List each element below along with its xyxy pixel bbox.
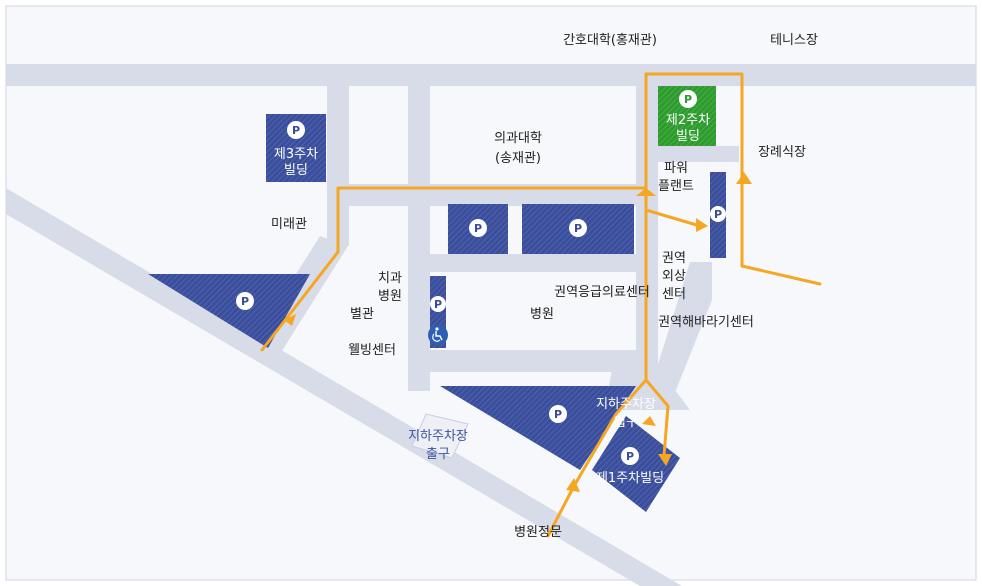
label-underground-exit: 지하주차장 (408, 429, 468, 444)
svg-text:P: P (474, 222, 482, 235)
arrow-icon (566, 478, 580, 492)
parking-p-icon: P (287, 121, 305, 139)
label-funeral-hall: 장례식장 (758, 145, 806, 160)
parking-p-icon: P (679, 90, 697, 108)
label-trauma-center-3: 센터 (662, 287, 686, 302)
svg-text:P: P (292, 124, 300, 137)
route-trauma-spur (644, 208, 702, 228)
route-lines (260, 72, 822, 538)
route-main (546, 72, 822, 538)
label-parking-1st-building: 제1주차빌딩 (596, 471, 664, 486)
arrow-icon (658, 454, 672, 466)
label-parking-2nd-building: 제2주차 (666, 113, 710, 128)
road-center-vertical (408, 86, 430, 391)
parking-p-icon: P (469, 219, 487, 237)
label-trauma-center-1: 권역 (662, 251, 686, 266)
label-dental: 치과 (378, 271, 402, 286)
label-hospital: 병원 (530, 307, 554, 322)
label-medical-college-sub: (송재관) (495, 151, 541, 166)
label-main-gate: 병원정문 (514, 525, 562, 540)
label-dental-sub: 병원 (378, 289, 402, 304)
parking-p-icon: P (549, 405, 567, 423)
road-hospital-top (430, 254, 636, 272)
wheelchair-icon (428, 325, 448, 345)
arrow-icon (284, 314, 296, 326)
label-parking-2nd-building-sub: 빌딩 (676, 129, 700, 144)
label-underground-entrance: 지하주차장 (596, 397, 656, 412)
parking-1st-building[interactable] (592, 416, 680, 512)
label-parking-3rd-building: 제3주차 (274, 147, 318, 162)
parking-lot-underground[interactable] (440, 386, 636, 470)
label-medical-college: 의과대학 (494, 131, 542, 146)
svg-text:P: P (434, 298, 442, 311)
svg-text:P: P (574, 222, 582, 235)
parking-p-icon: P (236, 292, 254, 310)
road-power-plant (654, 146, 739, 162)
top-road (6, 64, 976, 86)
parking-p-icon: P (710, 206, 726, 222)
label-power-plant-sub: 플랜트 (658, 179, 694, 194)
parking-p-icon: P (569, 219, 587, 237)
svg-text:P: P (241, 295, 249, 308)
underground-exit-marker (411, 413, 469, 459)
label-parking-3rd-building-sub: 빌딩 (284, 163, 308, 178)
arrow-icon (642, 416, 656, 426)
label-power-plant: 파워 (664, 161, 688, 176)
label-regional-emergency-center: 권역응급의료센터 (554, 285, 650, 300)
label-underground-exit-sub: 출구 (426, 447, 450, 462)
parking-markers: P P P P P P P P (236, 90, 726, 465)
label-wellbeing-center: 웰빙센터 (348, 343, 396, 358)
svg-text:P: P (714, 208, 722, 221)
route-arrows (284, 172, 752, 492)
arrow-icon (736, 172, 752, 184)
parking-p-icon: P (621, 447, 639, 465)
svg-text:P: P (554, 408, 562, 421)
svg-text:P: P (626, 450, 634, 463)
label-sunflower-center: 권역해바라기센터 (658, 315, 754, 330)
label-mirae-hall: 미래관 (271, 217, 307, 232)
route-underground-loop (644, 378, 670, 458)
label-underground-entrance-sub: 입구 (614, 415, 638, 430)
arrow-icon (636, 188, 656, 196)
label-nursing-college: 간호대학(홍재관) (563, 33, 657, 48)
road-right-diagonal (650, 262, 712, 400)
parking-p-icon: P (430, 296, 446, 312)
label-trauma-center-2: 외상 (662, 269, 686, 284)
route-west (260, 186, 648, 352)
label-annex: 별관 (350, 307, 374, 322)
parking-lot-west[interactable] (148, 274, 310, 348)
arrow-icon (696, 218, 708, 232)
road-hospital-bottom (430, 350, 636, 372)
svg-text:P: P (684, 93, 692, 106)
label-tennis-court: 테니스장 (770, 33, 818, 48)
